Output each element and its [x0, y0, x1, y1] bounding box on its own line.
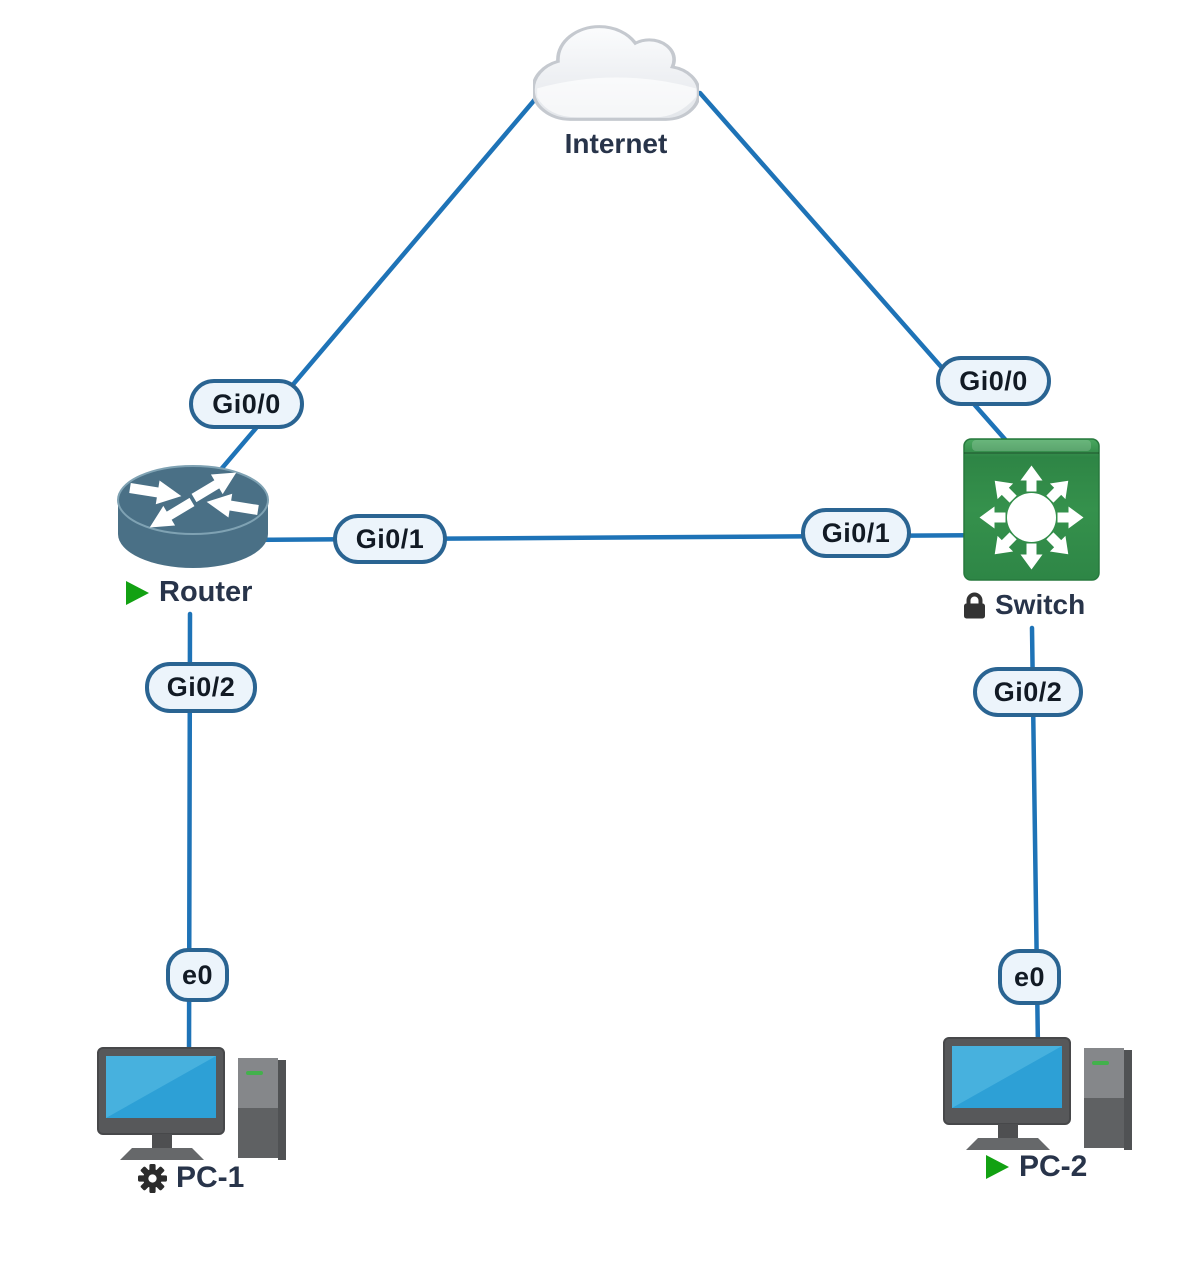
router-node[interactable] [116, 464, 270, 570]
badge-switch-gi0-2[interactable]: Gi0/2 [973, 667, 1083, 717]
badge-router-gi0-1[interactable]: Gi0/1 [333, 514, 447, 564]
router-icon [117, 465, 269, 568]
link-internet-switch[interactable] [697, 90, 1035, 473]
switch-lid-highlight [972, 440, 1091, 451]
screen-sheen [106, 1056, 216, 1118]
pc1-label-text: PC-1 [176, 1161, 245, 1194]
switch-icon [963, 438, 1100, 581]
badge-pc1-e0[interactable]: e0 [166, 948, 229, 1002]
badge-router-gi0-2[interactable]: Gi0/2 [145, 662, 257, 713]
pc-icon [943, 1037, 1132, 1150]
monitor-base [120, 1148, 204, 1160]
pc-icon [97, 1047, 286, 1160]
tower-side [1124, 1050, 1132, 1150]
router-arrows [129, 472, 259, 528]
cloud-sheen [537, 77, 696, 118]
pc2-label-text: PC-2 [1019, 1150, 1088, 1183]
switch-label-text: Switch [995, 589, 1086, 620]
monitor-base [966, 1138, 1050, 1150]
switch-arrows [979, 465, 1084, 570]
pc2-node[interactable] [942, 1032, 1134, 1156]
play-icon [126, 580, 149, 605]
badge-router-gi0-0[interactable]: Gi0/0 [189, 379, 304, 429]
router-top [117, 465, 269, 535]
link-internet-router[interactable] [192, 94, 540, 503]
internet-label[interactable]: Internet [533, 128, 699, 160]
badge-switch-gi0-1[interactable]: Gi0/1 [801, 508, 911, 558]
pc1-label[interactable]: PC-1 [138, 1161, 244, 1195]
screen-sheen [952, 1046, 1062, 1108]
monitor-neck [998, 1124, 1018, 1138]
tower-led [246, 1071, 263, 1075]
pc2-label[interactable]: PC-2 [984, 1150, 1087, 1184]
switch-node[interactable] [963, 438, 1100, 581]
router-label-text: Router [159, 576, 253, 608]
badge-pc2-e0[interactable]: e0 [998, 949, 1061, 1005]
lock-icon [964, 592, 985, 619]
monitor-neck [152, 1134, 172, 1148]
play-icon [986, 1155, 1009, 1179]
internet-node[interactable] [533, 20, 699, 126]
badge-switch-gi0-0[interactable]: Gi0/0 [936, 356, 1051, 406]
internet-label-text: Internet [564, 128, 668, 159]
pc1-node[interactable] [96, 1042, 288, 1166]
router-label[interactable]: Router [124, 576, 252, 609]
switch-label[interactable]: Switch [963, 589, 1085, 621]
tower-front-lower [238, 1108, 278, 1158]
gear-icon [138, 1163, 167, 1193]
tower-led [1092, 1061, 1109, 1065]
cloud-icon [533, 25, 699, 121]
tower-front-lower [1084, 1098, 1124, 1148]
tower-side [278, 1060, 286, 1160]
